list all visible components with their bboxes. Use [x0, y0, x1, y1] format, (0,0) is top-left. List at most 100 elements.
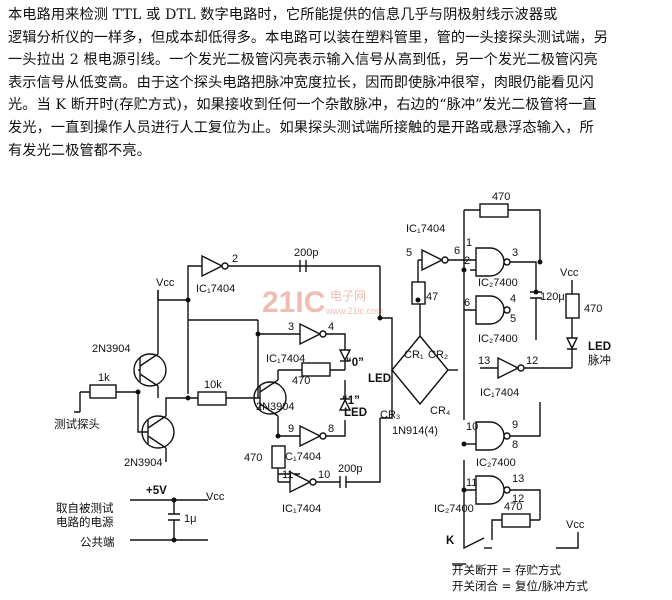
- r-470-top: 470: [464, 191, 541, 262]
- description-line: 发光，一直到操作人员进行人工复位为止。如果探头测试端所接触的是开路或悬浮态输入，…: [8, 119, 594, 136]
- svg-text:13: 13: [512, 473, 524, 485]
- led-one: “1” LED: [338, 380, 367, 419]
- svg-text:公共端: 公共端: [80, 535, 115, 549]
- svg-text:“0”: “0”: [346, 357, 364, 369]
- nand-d: 11 13 12 IC₂7400: [434, 460, 541, 540]
- r-probe: [89, 384, 117, 399]
- svg-text:Vcc: Vcc: [206, 491, 225, 503]
- svg-text:10: 10: [466, 421, 478, 433]
- svg-text:LED: LED: [588, 341, 611, 353]
- svg-text:1k: 1k: [98, 372, 110, 384]
- svg-text:2: 2: [464, 255, 470, 267]
- svg-text:电子网: 电子网: [330, 289, 366, 303]
- svg-text:10k: 10k: [204, 379, 222, 391]
- nand-a: 1 2 3 IC₂7400: [463, 210, 537, 292]
- svg-text:取自被测试: 取自被测试: [56, 501, 114, 515]
- svg-text:470: 470: [584, 303, 602, 315]
- vcc-left: Vcc: [156, 277, 189, 394]
- description-line: 光。当 K 断开时(存贮方式)，如果接收到任何一个杂散脉冲，右边的“脉冲”发光二…: [8, 97, 597, 114]
- description-line: 逻辑分析仪的一样多，但成本却低得多。本电路可以装在塑料管里，管的一头接探头测试端…: [8, 29, 609, 46]
- svg-text:11: 11: [282, 469, 293, 481]
- c-bottom: 200p: [338, 418, 381, 488]
- svg-text:电路的电源: 电路的电源: [56, 515, 114, 529]
- svg-text:IC₂7400: IC₂7400: [434, 503, 474, 515]
- svg-text:3: 3: [288, 321, 294, 333]
- svg-text:脉冲: 脉冲: [588, 353, 611, 367]
- transistor-q3: 2N3904: [253, 370, 295, 436]
- svg-text:4: 4: [510, 293, 516, 305]
- svg-text:IC₁7404: IC₁7404: [480, 387, 519, 399]
- description-line: 表示信号从低变高。由于这个探头电路把脉冲宽度拉长，因而即使脉冲很窄，肉眼仍能看见…: [8, 74, 594, 91]
- r-base: 10k: [188, 379, 258, 406]
- svg-text:Vcc: Vcc: [560, 267, 579, 279]
- svg-text:8: 8: [512, 439, 518, 451]
- c-right: 120μ: [530, 291, 565, 340]
- diode-bridge: CR₁ CR₂ CR₃ CR₄ 1N914(4): [380, 299, 458, 437]
- svg-text:IC₁7404: IC₁7404: [196, 283, 235, 295]
- svg-text:IC₂7400: IC₂7400: [476, 457, 516, 469]
- switch-closed-note: 开关闭合 = 复位/脉冲方式: [452, 579, 588, 593]
- svg-text:6: 6: [464, 297, 470, 309]
- svg-text:Vcc: Vcc: [156, 277, 175, 289]
- inverter-top: 2 IC₁7404: [187, 253, 380, 300]
- svg-text:470: 470: [244, 452, 262, 464]
- svg-text:12: 12: [512, 493, 524, 505]
- svg-text:5: 5: [510, 313, 516, 325]
- description-line: 一头拉出 2 根电源引线。一个发光二极管闪亮表示输入信号从高到低，另一个发光二极…: [8, 52, 598, 69]
- svg-text:10: 10: [318, 469, 330, 481]
- svg-text:200p: 200p: [338, 463, 362, 475]
- svg-text:1: 1: [466, 237, 472, 249]
- svg-text:CR₁: CR₁: [404, 349, 424, 361]
- logic-probe-schematic: 21IC 电子网 www.21ic.com 1k 测试探头 2N3904 Vcc…: [54, 191, 611, 593]
- svg-text:IC₂7400: IC₂7400: [478, 277, 518, 289]
- svg-text:IC₂7400: IC₂7400: [478, 333, 518, 345]
- r-collector: 470: [188, 319, 345, 398]
- svg-text:470: 470: [504, 501, 522, 513]
- svg-text:5: 5: [406, 247, 412, 259]
- probe-input: 1k 测试探头: [54, 372, 138, 431]
- switch-k[interactable]: K: [446, 535, 492, 565]
- svg-text:470: 470: [492, 191, 510, 203]
- svg-text:9: 9: [288, 423, 294, 435]
- supply-section: 取自被测试 电路的电源 公共端 +5V Vcc 1μ: [56, 485, 225, 549]
- r-470-bottom: 470 Vcc: [491, 501, 585, 549]
- svg-text:12: 12: [526, 355, 538, 367]
- nand-b: 6 4 5 IC₂7400: [463, 270, 518, 420]
- description-paragraph: 本电路用来检测 TTL 或 DTL 数字电路时，它所能提供的信息几乎与阴极射线示…: [8, 4, 664, 162]
- led-zero: “0” LED: [338, 349, 391, 385]
- svg-text:470: 470: [292, 375, 310, 387]
- description-line: 有发光二极管都不亮。: [8, 142, 151, 159]
- svg-text:LED: LED: [368, 373, 391, 385]
- svg-text:K: K: [446, 535, 455, 547]
- svg-text:3: 3: [512, 247, 518, 259]
- inverter-u11: 470 11 10 IC₁7404: [244, 445, 340, 515]
- svg-text:47: 47: [426, 291, 438, 303]
- svg-text:LED: LED: [344, 407, 367, 419]
- watermark-logo: 21IC: [262, 286, 325, 319]
- svg-text:Vcc: Vcc: [566, 519, 585, 531]
- junction-dots: [135, 259, 543, 543]
- switch-open-note: 开关断开 = 存贮方式: [452, 563, 561, 577]
- svg-text:“1”: “1”: [342, 395, 360, 407]
- svg-text:IC₁7404: IC₁7404: [266, 353, 305, 365]
- svg-text:2N3904: 2N3904: [256, 401, 295, 413]
- svg-text:13: 13: [478, 355, 490, 367]
- svg-text:+5V: +5V: [146, 485, 167, 497]
- svg-text:CR₄: CR₄: [430, 405, 451, 417]
- svg-text:CR₃: CR₃: [380, 409, 400, 421]
- svg-text:1μ: 1μ: [184, 513, 196, 525]
- svg-text:6: 6: [454, 245, 460, 257]
- description-line: 本电路用来检测 TTL 或 DTL 数字电路时，它所能提供的信息几乎与阴极射线示…: [8, 7, 558, 23]
- svg-text:2N3904: 2N3904: [124, 457, 163, 469]
- vcc-right: Vcc 470: [560, 267, 602, 338]
- svg-text:2: 2: [232, 253, 238, 265]
- transistor-q2: 2N3904: [124, 392, 188, 469]
- svg-text:120μ: 120μ: [540, 291, 565, 303]
- svg-text:1N914(4): 1N914(4): [392, 425, 438, 437]
- probe-label: 测试探头: [54, 417, 100, 431]
- svg-text:CR₂: CR₂: [428, 349, 448, 361]
- inverter-u9: 9 8 IC₁7404: [278, 420, 346, 463]
- svg-text:9: 9: [512, 419, 518, 431]
- led-pulse: LED 脉冲: [565, 337, 611, 368]
- svg-text:200p: 200p: [294, 247, 318, 259]
